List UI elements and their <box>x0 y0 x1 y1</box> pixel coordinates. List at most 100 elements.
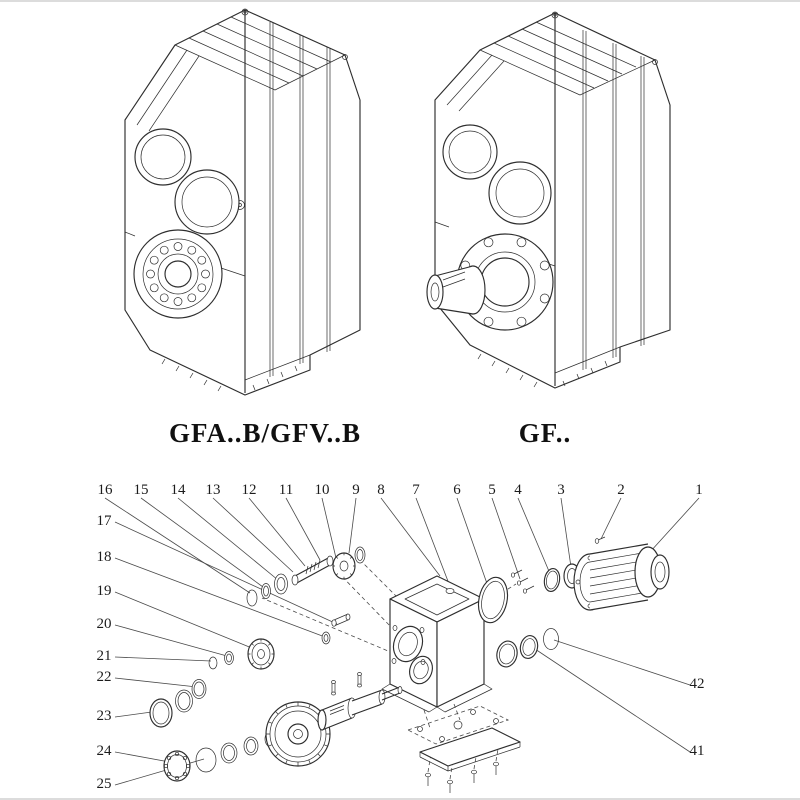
bottom-gasket <box>406 705 510 745</box>
gearbox-left-body <box>124 8 361 396</box>
callout-5: 5 <box>488 482 496 498</box>
flange-gasket <box>477 576 509 624</box>
circlip-icon <box>246 589 258 607</box>
cover-bolt-icon <box>471 769 477 783</box>
output-cover-rings <box>496 628 559 668</box>
top-screw-icon <box>551 11 559 19</box>
input-gear <box>332 552 356 580</box>
ring-41 <box>519 635 539 659</box>
output-shaft <box>426 265 486 315</box>
callout-20: 20 <box>96 616 112 632</box>
page-bottom-rule <box>0 798 800 800</box>
gear-housing <box>381 575 493 713</box>
callout-42: 42 <box>689 676 705 692</box>
side-ribs <box>582 30 645 370</box>
circlip-icon <box>195 747 217 773</box>
foot-serrations <box>477 353 608 388</box>
callout-22: 22 <box>96 669 112 685</box>
side-ribs <box>269 22 331 377</box>
shaft-keyway <box>329 705 345 715</box>
intermediate-parts <box>321 613 351 645</box>
washer-icon <box>321 631 331 645</box>
gearbox-iso-right-drawing <box>426 11 671 389</box>
callout-9: 9 <box>352 482 360 498</box>
bottom-cover <box>419 727 521 767</box>
callout-6: 6 <box>453 482 461 498</box>
filler-plug-icon <box>445 588 455 594</box>
foot-serrations <box>161 358 298 392</box>
intermediate-gear-parts <box>149 638 275 728</box>
callout-41: 41 <box>689 743 705 759</box>
housing-bore-lower <box>409 655 433 685</box>
callout-17: 17 <box>96 513 112 529</box>
top-face-edges <box>174 44 346 91</box>
oil-seal <box>149 698 173 728</box>
shaft-keyway <box>442 271 466 288</box>
output-gear <box>265 701 331 767</box>
input-bore-lower <box>488 161 552 225</box>
pin-icon <box>333 613 349 627</box>
top-ribs <box>188 16 332 84</box>
circlip-42 <box>543 628 559 650</box>
callout-19: 19 <box>96 583 112 599</box>
ball-bearing <box>163 750 191 782</box>
chamfer-ribs <box>136 49 200 132</box>
input-bore-lower <box>174 169 240 235</box>
callout-13: 13 <box>205 482 221 498</box>
callout-18: 18 <box>96 549 112 565</box>
top-screw-icon <box>241 8 249 16</box>
model-label-gf: GF.. <box>518 418 572 448</box>
callout-23: 23 <box>96 708 112 724</box>
cover-bolt-icon <box>425 772 431 786</box>
top-screw-icon <box>652 59 658 65</box>
callout-8: 8 <box>377 482 385 498</box>
parallel-key-pin <box>331 680 336 696</box>
output-bearing-parts <box>163 730 278 782</box>
bottom-cover-parts <box>406 705 521 793</box>
output-shaft-assembly <box>317 672 403 731</box>
motor-fan-cover <box>650 554 670 590</box>
washer-icon <box>224 651 234 665</box>
intermediate-gear <box>247 638 275 670</box>
callout-16: 16 <box>97 482 113 498</box>
output-bearing-boss <box>133 229 223 319</box>
top-screw-icon <box>342 54 348 60</box>
bearing-icon <box>274 573 288 595</box>
callout-25: 25 <box>96 776 112 792</box>
foot-edge <box>554 346 621 374</box>
callout-1: 1 <box>695 482 703 498</box>
input-bore-upper <box>134 128 192 186</box>
input-bore-upper <box>442 124 498 180</box>
top-ribs <box>493 21 637 89</box>
cover-bolt-icon <box>493 761 499 775</box>
callout-4: 4 <box>514 482 522 498</box>
callout-12: 12 <box>241 482 257 498</box>
parallel-key-pin <box>357 672 362 688</box>
leader-lines <box>104 497 700 786</box>
housing-bore-upper <box>392 625 424 663</box>
page-top-rule <box>0 0 800 2</box>
circlip-icon <box>208 656 218 670</box>
callout-3: 3 <box>557 482 565 498</box>
exploded-view-drawing <box>104 497 700 793</box>
callout-2: 2 <box>617 482 625 498</box>
foot-edge <box>244 354 311 381</box>
parting-line <box>124 231 246 277</box>
callout-7: 7 <box>412 482 420 498</box>
pinion-shaft <box>291 555 334 586</box>
callout-24: 24 <box>96 743 112 759</box>
motor <box>573 536 670 611</box>
model-label-gfab-gfvb: GFA..B/GFV..B <box>168 418 362 448</box>
input-shaft-parts <box>246 546 366 607</box>
callout-10: 10 <box>314 482 330 498</box>
housing-feet <box>381 683 493 713</box>
top-face-edges <box>479 49 656 96</box>
motor-fins <box>589 551 649 603</box>
callout-15: 15 <box>133 482 149 498</box>
callout-21: 21 <box>96 648 112 664</box>
cover-bolt-icon <box>447 779 453 793</box>
gearbox-iso-left-drawing <box>124 8 361 396</box>
callout-14: 14 <box>170 482 186 498</box>
motor-body <box>589 543 649 611</box>
